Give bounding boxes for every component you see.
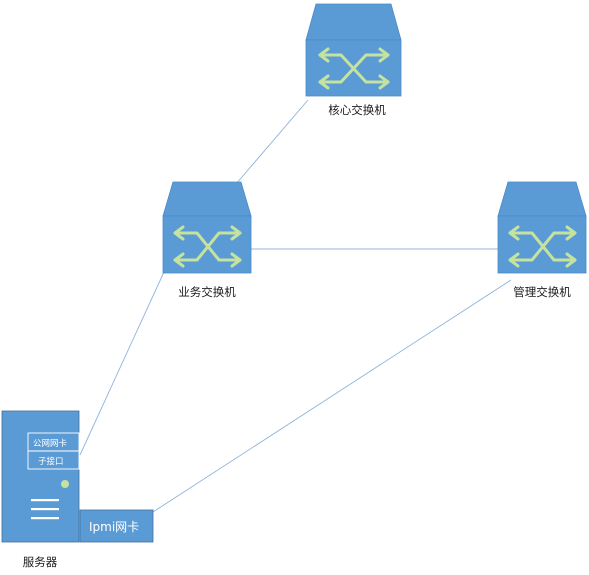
link-management-to-server-ipmi xyxy=(152,279,512,513)
server: 公网网卡 子接口 Ipmi网卡 服务器 xyxy=(1,410,154,569)
network-switch-icon xyxy=(162,181,252,274)
network-switch-icon xyxy=(305,3,402,97)
server-label: 服务器 xyxy=(23,555,58,569)
ipmi-nic-box xyxy=(79,509,154,543)
links xyxy=(79,99,512,513)
server-tower-icon: 公网网卡 子接口 xyxy=(1,410,80,543)
business-switch-label: 业务交换机 xyxy=(178,285,236,299)
network-switch-icon xyxy=(497,181,587,274)
business-switch: 业务交换机 xyxy=(162,181,252,299)
public-nic-label: 公网网卡 xyxy=(33,438,68,449)
vent-slot xyxy=(31,499,59,502)
core-switch-label: 核心交换机 xyxy=(328,103,386,117)
core-switch: 核心交换机 xyxy=(305,3,402,117)
management-switch-label: 管理交换机 xyxy=(513,285,571,299)
link-business-to-server-subinterface xyxy=(79,271,165,456)
status-indicator-light xyxy=(61,480,69,488)
sub-interface-label: 子接口 xyxy=(38,456,64,467)
vent-slot xyxy=(31,508,59,511)
ipmi-nic-label: Ipmi网卡 xyxy=(89,520,139,534)
link-core-to-business xyxy=(235,99,309,185)
management-switch: 管理交换机 xyxy=(497,181,587,299)
vent-slot xyxy=(31,517,59,520)
